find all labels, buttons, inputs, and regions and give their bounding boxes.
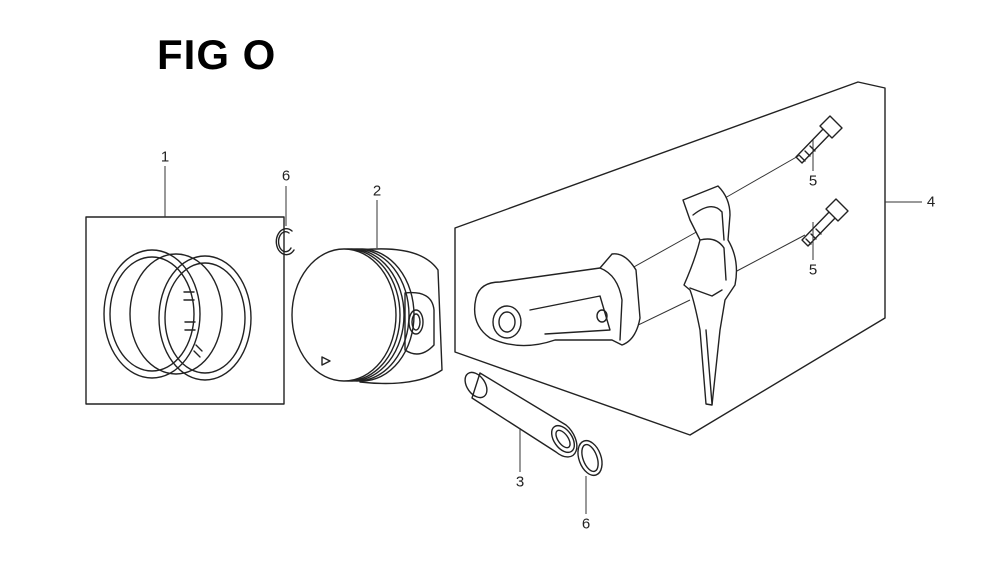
pin-clip-lower-drawing [577,439,603,514]
callout-pin-clip-lower: 6 [581,515,591,533]
rod-bolt-lower-drawing [801,198,849,260]
rod-bolt-upper-drawing [795,115,843,171]
callout-rod-bolt-upper: 5 [808,172,818,190]
figure-title: FIG O [157,31,277,78]
callout-rod-bolt-lower: 5 [808,261,818,279]
callout-piston: 2 [372,182,382,200]
piston-ring-set-drawing [85,166,285,405]
piston-pin-drawing [464,371,578,472]
pin-clip-upper-drawing [275,186,295,256]
connecting-rod-assembly-drawing [454,81,922,436]
callout-piston-pin: 3 [515,473,525,491]
piston-drawing [291,200,443,385]
callout-pin-clip-upper: 6 [281,167,291,185]
callout-piston-ring-set: 1 [160,148,170,166]
callout-connecting-rod-assembly: 4 [926,193,936,211]
